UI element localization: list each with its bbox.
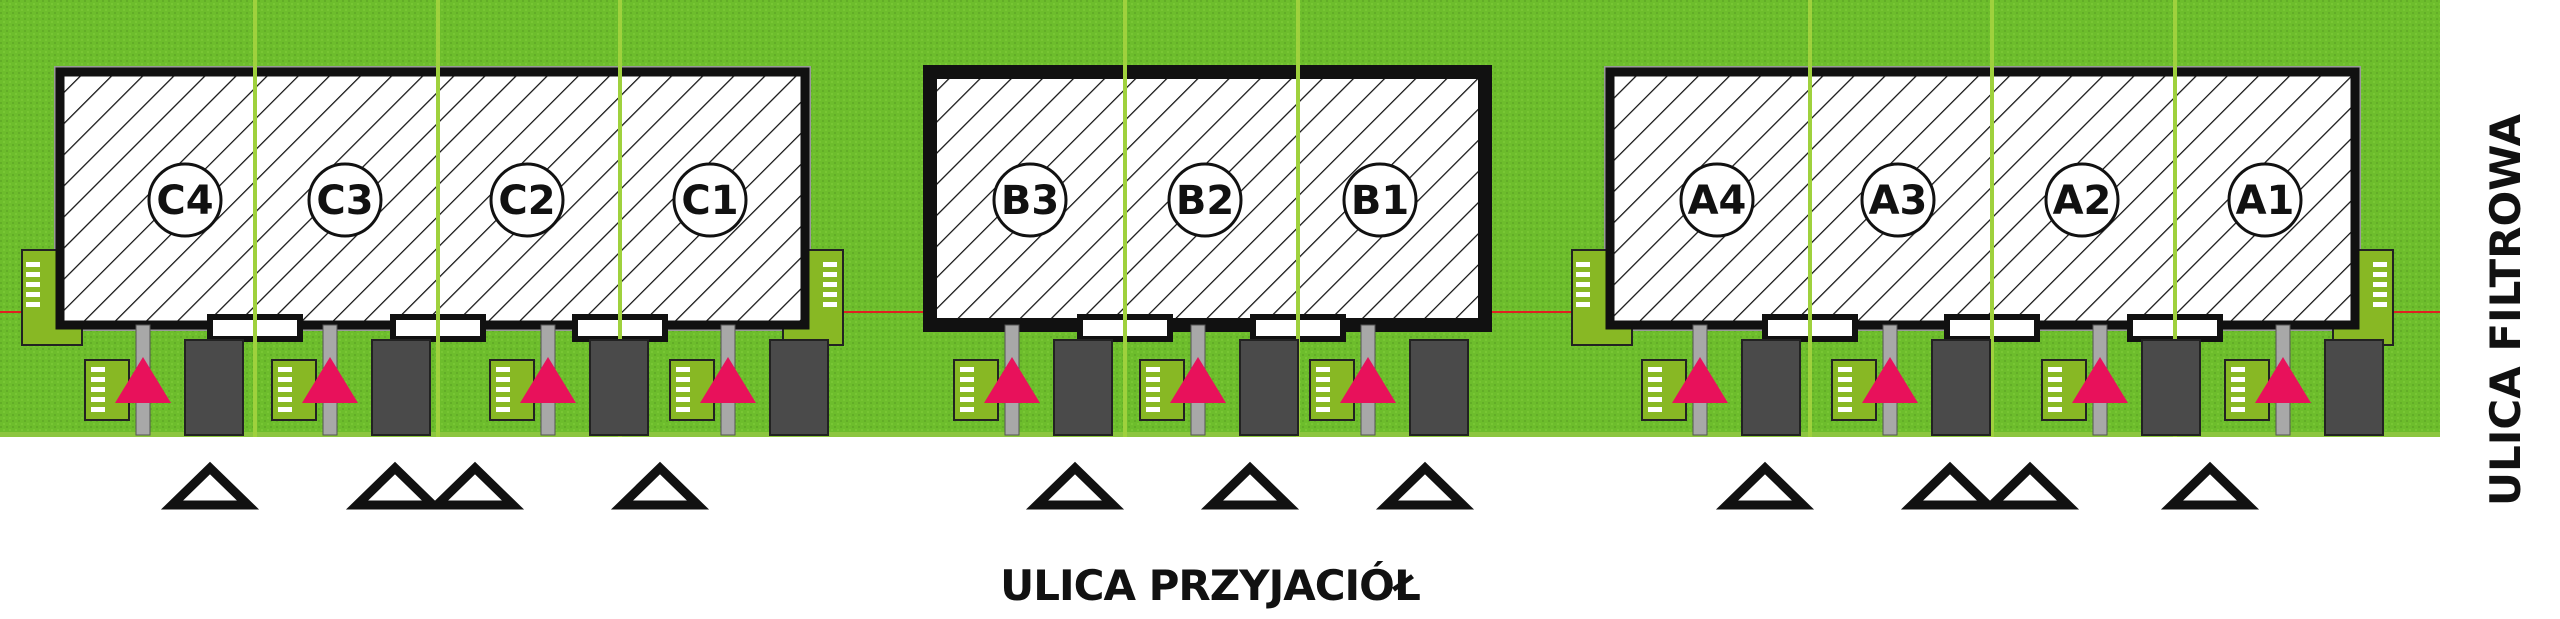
unit-name: B2 xyxy=(1176,178,1234,224)
unit-label-b2[interactable]: B2 xyxy=(1167,162,1243,238)
parking-triangle-icon xyxy=(425,461,525,510)
unit-label-c2[interactable]: C2 xyxy=(489,162,565,238)
street-label-filtrowa: ULICA FILTROWA xyxy=(2481,113,2530,506)
unit-label-c3[interactable]: C3 xyxy=(307,162,383,238)
unit-name: A3 xyxy=(1869,178,1928,224)
entrance-arrow-icon xyxy=(115,357,171,403)
driveway xyxy=(2324,339,2384,436)
building-b: B3 B2 B1 xyxy=(923,0,1492,437)
unit-label-a2[interactable]: A2 xyxy=(2044,162,2120,238)
entrance-arrow-icon xyxy=(2255,357,2311,403)
driveway xyxy=(184,339,244,436)
unit-name: B1 xyxy=(1351,178,1409,224)
parking-triangle-icon xyxy=(1900,461,2000,510)
unit-name: A1 xyxy=(2236,178,2295,224)
unit-label-b3[interactable]: B3 xyxy=(992,162,1068,238)
unit-name: C4 xyxy=(156,178,213,224)
driveway xyxy=(589,339,649,436)
entrance-arrow-icon xyxy=(1672,357,1728,403)
entrance-arrow-icon xyxy=(1862,357,1918,403)
parking-triangle-icon xyxy=(345,461,445,510)
unit-label-b1[interactable]: B1 xyxy=(1342,162,1418,238)
entrance-arrow-icon xyxy=(302,357,358,403)
unit-name: C1 xyxy=(681,178,738,224)
driveway xyxy=(1239,339,1299,436)
entrance-arrow-icon xyxy=(700,357,756,403)
parking-triangle-icon xyxy=(160,461,260,510)
parking-triangle-icon xyxy=(1715,461,1815,510)
unit-name: C3 xyxy=(316,178,373,224)
parking-triangle-icon xyxy=(1375,461,1475,510)
driveway xyxy=(1931,339,1991,436)
entrance-arrow-icon xyxy=(1340,357,1396,403)
building-c: C4 C3 C2 C1 xyxy=(21,0,844,437)
driveway xyxy=(1409,339,1469,436)
unit-label-c4[interactable]: C4 xyxy=(147,162,223,238)
driveway xyxy=(769,339,829,436)
driveway xyxy=(1741,339,1801,436)
unit-name: C2 xyxy=(498,178,555,224)
parking-markers xyxy=(160,461,2260,510)
unit-name: B3 xyxy=(1001,178,1059,224)
driveway xyxy=(2141,339,2201,436)
street-label-przyjaciol: ULICA PRZYJACIÓŁ xyxy=(1000,560,1420,610)
parking-triangle-icon xyxy=(1025,461,1125,510)
unit-label-c1[interactable]: C1 xyxy=(672,162,748,238)
parking-triangle-icon xyxy=(1200,461,1300,510)
entrance-arrow-icon xyxy=(984,357,1040,403)
entrance-arrow-icon xyxy=(2072,357,2128,403)
parking-triangle-icon xyxy=(2160,461,2260,510)
unit-label-a4[interactable]: A4 xyxy=(1679,162,1755,238)
unit-name: A2 xyxy=(2053,178,2112,224)
driveway xyxy=(1053,339,1113,436)
unit-label-a1[interactable]: A1 xyxy=(2227,162,2303,238)
entrance-arrow-icon xyxy=(1170,357,1226,403)
parking-triangle-icon xyxy=(1980,461,2080,510)
unit-label-a3[interactable]: A3 xyxy=(1860,162,1936,238)
unit-name: A4 xyxy=(1688,178,1747,224)
driveway xyxy=(371,339,431,436)
parking-triangle-icon xyxy=(610,461,710,510)
building-a: A4 A3 A2 A1 xyxy=(1571,0,2394,437)
entrance-arrow-icon xyxy=(520,357,576,403)
